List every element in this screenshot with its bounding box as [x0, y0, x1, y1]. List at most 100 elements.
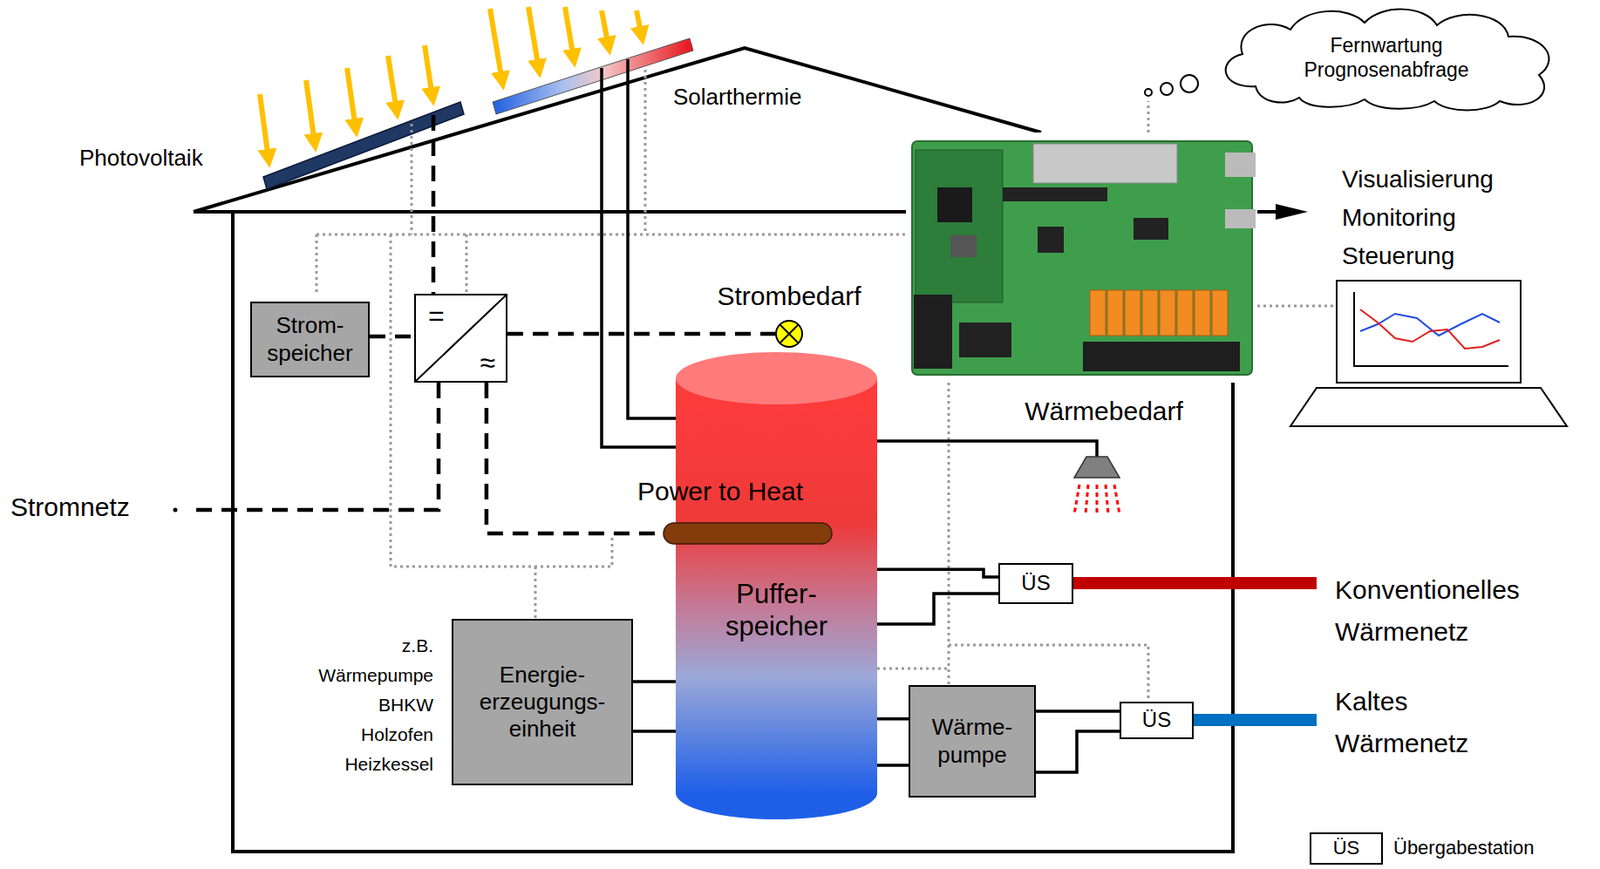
- cold-network-bar: [1193, 714, 1317, 727]
- label: Power to Heat: [637, 475, 804, 509]
- arrow-head: [1275, 204, 1308, 220]
- control-line: [947, 382, 951, 686]
- lamp-cross: [780, 325, 798, 343]
- water-line: [1114, 484, 1120, 515]
- buffer-tank: Puffer- speicher: [675, 352, 878, 820]
- label: Steuerung: [1341, 240, 1455, 272]
- water-line: [1074, 484, 1080, 515]
- relay: [1124, 290, 1141, 336]
- heating-rod: [663, 523, 832, 545]
- control-line: [315, 234, 319, 295]
- control-line: [1257, 305, 1337, 308]
- tank-body: [675, 378, 878, 794]
- power-connector: [486, 382, 676, 534]
- pipe-connector: [877, 763, 909, 768]
- house-outline: [193, 47, 1279, 852]
- board-ground: [905, 132, 1258, 383]
- relay: [1089, 290, 1106, 336]
- battery-box: Strom- speicher: [250, 301, 370, 378]
- laptop-icon: [1290, 280, 1567, 427]
- control-line: [877, 667, 949, 671]
- legend-text: Übergabestation: [1393, 836, 1534, 861]
- control-line: [316, 233, 906, 237]
- label: Stromnetz: [10, 490, 130, 525]
- cloud-shape: [1225, 9, 1550, 111]
- label: Konventionelles Wärmenetz: [1334, 569, 1520, 654]
- node-text: Wärme- pumpe: [932, 714, 1013, 769]
- diagonal-line: [415, 295, 506, 382]
- thought-bubble: [1144, 88, 1152, 96]
- power-line: [431, 115, 436, 294]
- control-line: [644, 69, 647, 235]
- heat-network-bar: [1073, 577, 1317, 590]
- pipe-connector: [877, 593, 999, 625]
- relay: [1107, 290, 1124, 336]
- board-chip: [1133, 217, 1169, 240]
- power-connector: [369, 334, 415, 340]
- pipe-connector: [633, 680, 676, 684]
- node-text: Energie- erzeugungs- einheit: [479, 661, 606, 744]
- terminal-strip: [1082, 341, 1240, 372]
- board-usb: [1225, 209, 1256, 229]
- sun-ray: [490, 8, 503, 82]
- control-line: [410, 123, 414, 235]
- board-usb: [1225, 152, 1256, 178]
- board-chip: [1037, 226, 1064, 253]
- solar-pipe: [627, 59, 676, 419]
- cloud-node: Fernwartung Prognosenabfrage: [1203, 3, 1570, 114]
- sun-ray: [306, 80, 315, 144]
- label: Solarthermie: [673, 82, 802, 112]
- board-block: [913, 294, 953, 369]
- legend-sample: ÜS: [1309, 832, 1383, 865]
- control-line: [1147, 101, 1151, 133]
- legend-sample-text: ÜS: [1333, 837, 1361, 860]
- node-text: =: [428, 299, 445, 333]
- label: Visualisierung: [1341, 163, 1494, 195]
- pipe-connector: [633, 729, 676, 734]
- board-header: [1002, 187, 1108, 202]
- pipe-connector: [1035, 731, 1120, 773]
- heat-pipe: [877, 441, 1097, 457]
- sun-ray: [424, 45, 433, 98]
- chart-curve: [1360, 309, 1500, 349]
- controller-board: [905, 132, 1258, 383]
- pipe-connector: [1035, 709, 1120, 714]
- node-text: ÜS: [1021, 571, 1050, 597]
- tank-top: [675, 352, 878, 405]
- control-line: [390, 234, 613, 567]
- relay: [1159, 290, 1176, 336]
- thought-bubble: [1180, 74, 1199, 93]
- board-pcb: [912, 141, 1253, 375]
- lamp-cross: [780, 325, 798, 343]
- grid-dot: [173, 508, 178, 513]
- node-text: Strom- speicher: [266, 312, 353, 367]
- shower-head: [1074, 456, 1120, 478]
- relay: [1177, 290, 1193, 336]
- laptop-base: [1290, 388, 1567, 427]
- board-chip: [937, 187, 973, 223]
- lamp-symbol: [776, 320, 803, 348]
- relay: [1142, 290, 1158, 336]
- transfer-station: ÜS: [998, 563, 1074, 605]
- laptop-screen: [1336, 280, 1521, 383]
- inverter-box: =≈: [414, 293, 508, 383]
- label: Strombedarf: [716, 279, 861, 314]
- sun-rays: [259, 6, 642, 160]
- sun-ray: [259, 94, 269, 160]
- node-text: ÜS: [1142, 708, 1172, 734]
- label: Monitoring: [1341, 202, 1457, 233]
- water-line: [1096, 484, 1099, 515]
- pipe-connector: [877, 717, 909, 722]
- solar-pipe: [601, 68, 676, 448]
- label: z.B. Wärmepumpe BHKW Holzofen Heizkessel: [318, 631, 434, 780]
- power-line: [193, 382, 439, 511]
- sun-ray: [528, 6, 539, 70]
- label: Kaltes Wärmenetz: [1334, 680, 1469, 765]
- node-text: ≈: [479, 346, 496, 380]
- board-block: [959, 322, 1012, 358]
- sun-ray: [347, 68, 356, 130]
- chart-axes: [1354, 292, 1509, 367]
- label: Photovoltaik: [79, 143, 204, 173]
- sun-ray: [636, 10, 642, 37]
- power-line: [507, 332, 777, 337]
